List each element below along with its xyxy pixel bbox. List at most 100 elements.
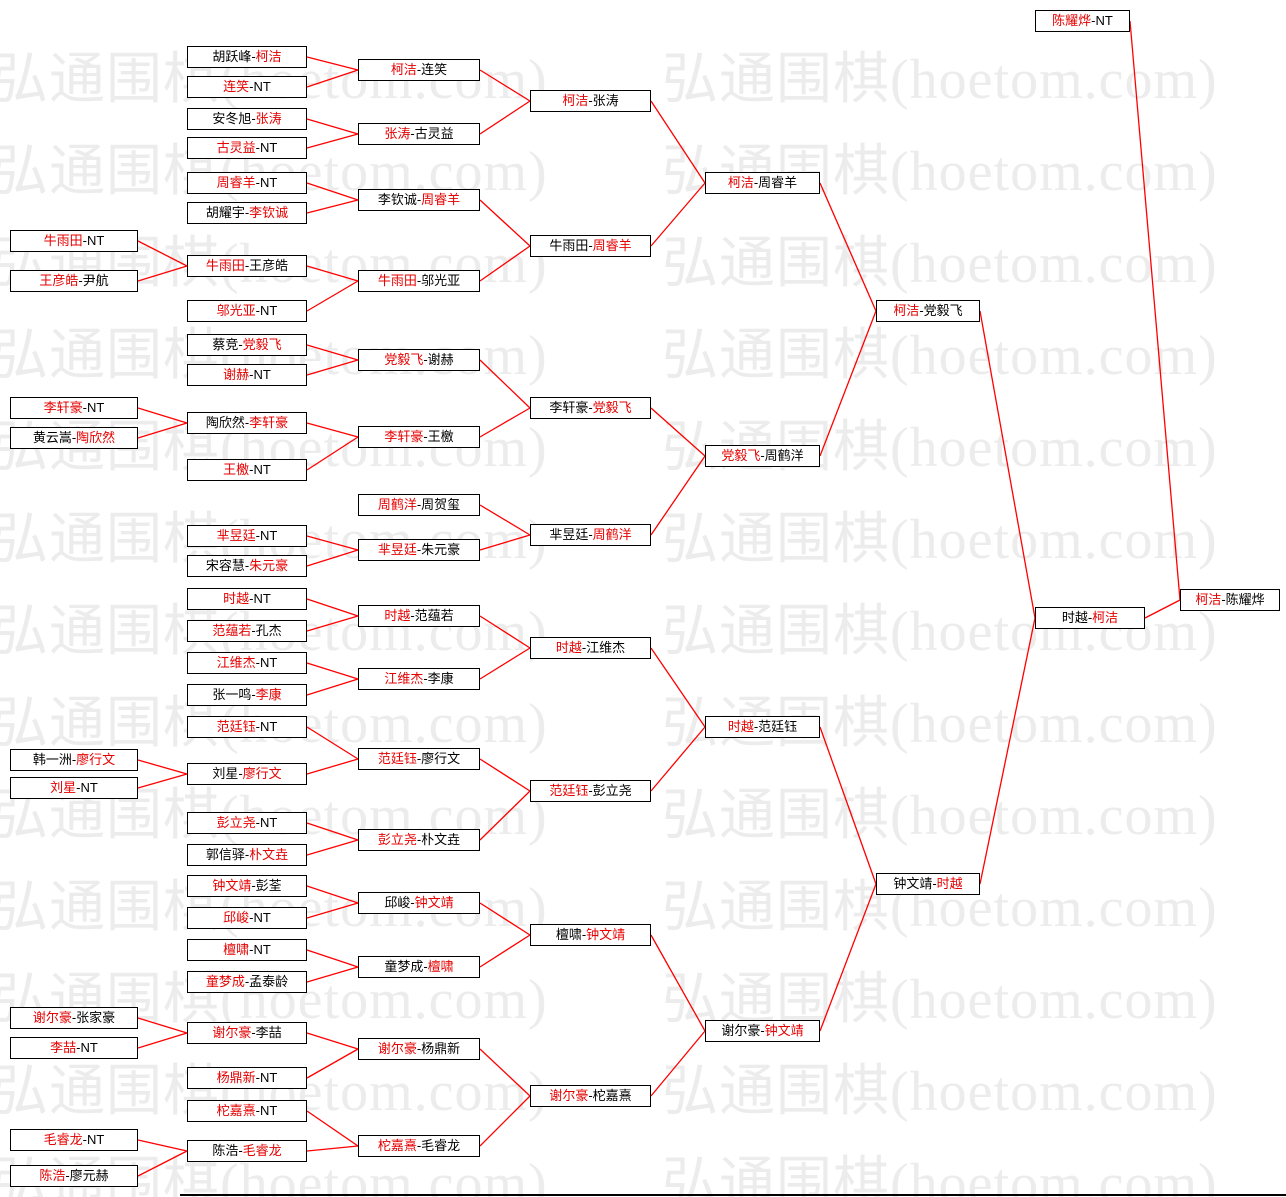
- match-box-c2n10[interactable]: 谢赫-NT: [187, 364, 307, 386]
- match-box-c2n12[interactable]: 王檄-NT: [187, 459, 307, 481]
- match-box-c1n5[interactable]: 韩一洲-廖行文: [10, 749, 138, 771]
- match-box-c1n8[interactable]: 李喆-NT: [10, 1037, 138, 1059]
- match-box-c6n2[interactable]: 钟文靖-时越: [876, 873, 980, 895]
- match-box-c3n7[interactable]: 周鹤洋-周贺玺: [358, 494, 480, 516]
- match-box-c2n7[interactable]: 牛雨田-王彦皓: [187, 255, 307, 277]
- match-box-c5n2[interactable]: 党毅飞-周鹤洋: [705, 445, 820, 467]
- player-b-name: 朱元豪: [249, 558, 289, 573]
- match-box-c3n8[interactable]: 芈昱廷-朱元豪: [358, 539, 480, 561]
- player-a-name: 刘星: [212, 766, 239, 781]
- match-box-c2n28[interactable]: 杨鼎新-NT: [187, 1067, 307, 1089]
- match-box-c2n21[interactable]: 彭立尧-NT: [187, 812, 307, 834]
- match-box-c1n6[interactable]: 刘星-NT: [10, 777, 138, 799]
- match-box-c3n12[interactable]: 彭立尧-朴文垚: [358, 829, 480, 851]
- player-b-name: 孟泰龄: [249, 974, 289, 989]
- player-a-name: 杨鼎新: [216, 1070, 256, 1085]
- match-box-c2n13[interactable]: 芈昱廷-NT: [187, 525, 307, 547]
- match-box-c5n4[interactable]: 谢尔豪-钟文靖: [705, 1020, 820, 1042]
- match-box-c4n3[interactable]: 李轩豪-党毅飞: [530, 397, 651, 419]
- match-box-c1n4[interactable]: 黄云嵩-陶欣然: [10, 427, 138, 449]
- vs-dash: -: [255, 1103, 260, 1118]
- player-b-name: NT: [87, 400, 105, 415]
- match-box-c7n1[interactable]: 时越-柯洁: [1035, 607, 1145, 629]
- match-box-c2n2[interactable]: 连笑-NT: [187, 76, 307, 98]
- match-box-c3n5[interactable]: 党毅飞-谢赫: [358, 349, 480, 371]
- player-a-name: 李喆: [50, 1040, 77, 1055]
- match-box-c4n8[interactable]: 谢尔豪-柁嘉熹: [530, 1085, 651, 1107]
- match-box-c2n11[interactable]: 陶欣然-李轩豪: [187, 412, 307, 434]
- player-a-name: 党毅飞: [721, 448, 761, 463]
- match-box-c2n19[interactable]: 范廷钰-NT: [187, 716, 307, 738]
- match-box-c1n9[interactable]: 毛睿龙-NT: [10, 1129, 138, 1151]
- match-box-c3n10[interactable]: 江维杰-李康: [358, 668, 480, 690]
- match-box-c2n29[interactable]: 柁嘉熹-NT: [187, 1100, 307, 1122]
- match-box-c3n14[interactable]: 童梦成-檀啸: [358, 956, 480, 978]
- match-box-c2n3[interactable]: 安冬旭-张涛: [187, 108, 307, 130]
- player-a-name: 柁嘉熹: [377, 1138, 417, 1153]
- match-box-c3n6[interactable]: 李轩豪-王檄: [358, 426, 480, 448]
- match-box-c3n9[interactable]: 时越-范蕴若: [358, 605, 480, 627]
- match-box-c2n15[interactable]: 时越-NT: [187, 588, 307, 610]
- match-box-c2n4[interactable]: 古灵益-NT: [187, 137, 307, 159]
- match-box-c1n2[interactable]: 王彦皓-尹航: [10, 270, 138, 292]
- match-box-c4n4[interactable]: 芈昱廷-周鹤洋: [530, 524, 651, 546]
- match-box-c5n1[interactable]: 柯洁-周睿羊: [705, 172, 820, 194]
- match-box-c6n1[interactable]: 柯洁-党毅飞: [876, 300, 980, 322]
- match-box-c2n23[interactable]: 钟文靖-彭荃: [187, 875, 307, 897]
- match-box-c2n16[interactable]: 范蕴若-孔杰: [187, 620, 307, 642]
- match-box-c2n9[interactable]: 蔡竞-党毅飞: [187, 334, 307, 356]
- match-box-c2n26[interactable]: 童梦成-孟泰龄: [187, 971, 307, 993]
- match-box-c1n10[interactable]: 陈浩-廖元赫: [10, 1165, 138, 1187]
- player-a-name: 宋容慧: [205, 558, 245, 573]
- match-box-c5n3[interactable]: 时越-范廷钰: [705, 716, 820, 738]
- match-box-c2n22[interactable]: 郭信驿-朴文垚: [187, 844, 307, 866]
- player-a-name: 黄云嵩: [32, 430, 72, 445]
- player-b-name: NT: [253, 367, 271, 382]
- player-b-name: 陶欣然: [76, 430, 116, 445]
- vs-dash: -: [251, 1025, 256, 1040]
- player-b-name: NT: [253, 591, 271, 606]
- match-box-c4n6[interactable]: 范廷钰-彭立尧: [530, 780, 651, 802]
- vs-dash: -: [255, 815, 260, 830]
- player-b-name: 张涛: [592, 93, 619, 108]
- watermark-text: 弘通围棋(hoetom.com): [662, 417, 1218, 479]
- match-box-c3n4[interactable]: 牛雨田-邬光亚: [358, 270, 480, 292]
- match-box-c3n2[interactable]: 张涛-古灵益: [358, 123, 480, 145]
- match-box-c2n8[interactable]: 邬光亚-NT: [187, 300, 307, 322]
- match-box-c2n17[interactable]: 江维杰-NT: [187, 652, 307, 674]
- match-box-c3n1[interactable]: 柯洁-连笑: [358, 59, 480, 81]
- match-box-c3n3[interactable]: 李钦诚-周睿羊: [358, 189, 480, 211]
- match-box-c1n3[interactable]: 李轩豪-NT: [10, 397, 138, 419]
- match-box-c2n5[interactable]: 周睿羊-NT: [187, 172, 307, 194]
- match-box-c2n1[interactable]: 胡跃峰-柯洁: [187, 46, 307, 68]
- player-a-name: 蔡竞: [212, 337, 239, 352]
- match-box-c2n14[interactable]: 宋容慧-朱元豪: [187, 555, 307, 577]
- match-box-c2n20[interactable]: 刘星-廖行文: [187, 763, 307, 785]
- player-a-name: 檀啸: [223, 942, 250, 957]
- vs-dash: -: [1091, 13, 1096, 28]
- match-box-c1n7[interactable]: 谢尔豪-张家豪: [10, 1007, 138, 1029]
- match-box-c3n13[interactable]: 邱峻-钟文靖: [358, 892, 480, 914]
- vs-dash: -: [244, 847, 250, 862]
- match-box-c2n24[interactable]: 邱峻-NT: [187, 907, 307, 929]
- match-box-c3n11[interactable]: 范廷钰-廖行文: [358, 748, 480, 770]
- match-box-c3n16[interactable]: 柁嘉熹-毛睿龙: [358, 1135, 480, 1157]
- match-box-c3n15[interactable]: 谢尔豪-杨鼎新: [358, 1038, 480, 1060]
- match-box-c8n1[interactable]: 柯洁-陈耀烨: [1180, 589, 1280, 611]
- match-box-c2n25[interactable]: 檀啸-NT: [187, 939, 307, 961]
- match-box-c2n27[interactable]: 谢尔豪-李喆: [187, 1022, 307, 1044]
- match-box-c7s[interactable]: 陈耀烨-NT: [1035, 10, 1130, 32]
- match-box-c2n6[interactable]: 胡耀宇-李钦诚: [187, 202, 307, 224]
- match-box-c1n1[interactable]: 牛雨田-NT: [10, 230, 138, 252]
- match-box-c4n1[interactable]: 柯洁-张涛: [530, 90, 651, 112]
- player-b-name: 檀啸: [427, 959, 454, 974]
- player-b-name: 党毅飞: [923, 303, 963, 318]
- match-box-c4n5[interactable]: 时越-江维杰: [530, 637, 651, 659]
- player-a-name: 周睿羊: [216, 175, 256, 190]
- match-box-c2n18[interactable]: 张一鸣-李康: [187, 684, 307, 706]
- match-box-c4n7[interactable]: 檀啸-钟文靖: [530, 924, 651, 946]
- match-box-c4n2[interactable]: 牛雨田-周睿羊: [530, 235, 651, 257]
- player-a-name: 陶欣然: [205, 415, 245, 430]
- player-b-name: 钟文靖: [414, 895, 454, 910]
- match-box-c2n30[interactable]: 陈浩-毛睿龙: [187, 1140, 307, 1162]
